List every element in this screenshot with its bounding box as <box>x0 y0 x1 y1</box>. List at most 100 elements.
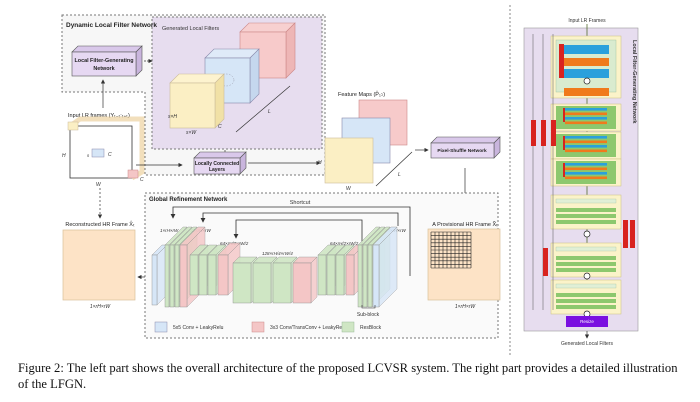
layer-strip <box>565 167 607 171</box>
skip-conv <box>630 220 635 248</box>
legend-swatch-resblock <box>341 321 355 333</box>
leakyrelu-block <box>564 58 609 66</box>
add-node <box>583 272 591 280</box>
conv1x1-block <box>563 163 565 177</box>
resblock-strip <box>556 220 616 224</box>
input-lr-frames: Input LR frames (Yₜ₋ₜ:ₜ₊ₜ) H W C C s <box>62 113 145 188</box>
svg-text:s×W: s×W <box>186 130 197 136</box>
layer-strip <box>565 112 607 116</box>
transconv-block <box>292 256 318 304</box>
resblock-strip <box>556 208 616 212</box>
svg-text:Resize: Resize <box>580 319 594 324</box>
filter-cube-yellow <box>169 73 225 129</box>
resblock-strip <box>556 256 616 260</box>
pixel-grid <box>430 231 472 269</box>
lfgn-input-label: Input LR Frames <box>568 18 606 24</box>
layer-strip <box>565 136 607 139</box>
unet-blocks <box>151 226 398 308</box>
svg-text:Network: Network <box>93 66 114 72</box>
resblock-strip <box>556 214 616 218</box>
skip-conv <box>543 248 548 276</box>
add-node <box>583 230 591 238</box>
resblock-strip <box>556 299 616 303</box>
resblock-strip <box>556 268 616 272</box>
conv1x1-block <box>563 108 565 122</box>
conv3x3-block <box>564 45 609 54</box>
legend-swatch-conv3 <box>251 321 265 333</box>
svg-text:Layers: Layers <box>209 167 225 173</box>
shortcut-label: Shortcut <box>290 200 311 206</box>
layer-strip <box>565 145 607 148</box>
svg-text:3x3 Conv/TransConv + LeakyRelu: 3x3 Conv/TransConv + LeakyRelu <box>270 325 346 331</box>
svg-text:Local Filter-Generating: Local Filter-Generating <box>74 58 133 64</box>
pixel-shuffle-network-box: Pixel-Shuffle Network <box>430 136 501 159</box>
layer-strip <box>565 140 607 144</box>
conv3x3-block <box>564 69 609 78</box>
dlfn-title: Dynamic Local Filter Network <box>66 22 157 29</box>
conv5-block <box>372 226 398 308</box>
lfgn-detail: Input LR Frames Local Filter-Generating … <box>523 18 639 347</box>
architecture-diagram: Dynamic Local Filter Network Generated L… <box>61 5 639 355</box>
skip-conv <box>551 120 556 146</box>
feature-maps: Feature Maps (P̂₁:ₗ) H W L <box>318 91 413 192</box>
conv1x1-block <box>563 136 565 150</box>
skip-conv <box>531 120 536 146</box>
svg-text:1×rH×rW: 1×rH×rW <box>160 228 179 233</box>
svg-text:1×rH×rW: 1×rH×rW <box>90 304 112 310</box>
skip-conv <box>623 220 628 248</box>
lfgn-title: Local Filter-Generating Network <box>631 40 637 124</box>
lfgn-box: Local Filter-Generating Network <box>71 45 143 77</box>
svg-text:H: H <box>62 153 66 159</box>
layer-strip <box>565 149 607 153</box>
conv1x1-block <box>559 44 564 78</box>
locally-connected-layers-box: Locally Connected Layers <box>193 151 247 175</box>
layer-strip <box>565 176 607 180</box>
svg-text:W: W <box>346 186 352 192</box>
layer-strip <box>565 163 607 166</box>
skip-conv <box>541 120 546 146</box>
dlfn-region: Dynamic Local Filter Network Generated L… <box>61 14 326 176</box>
lfgn-output-label: Generated Local Filters <box>561 341 613 347</box>
resize-block <box>566 316 608 327</box>
svg-text:A Provisional HR Frame X̃ₜ: A Provisional HR Frame X̃ₜ <box>432 221 498 228</box>
svg-text:128×rH/4×rW/4: 128×rH/4×rW/4 <box>262 251 293 256</box>
svg-text:C: C <box>108 152 112 158</box>
upsample-strip <box>555 246 617 252</box>
svg-text:5x5 Conv + LeakyRelu: 5x5 Conv + LeakyRelu <box>173 325 224 331</box>
resblock-strip <box>556 262 616 266</box>
resblock-strip <box>556 293 616 297</box>
input-label: Input LR frames (Yₜ₋ₜ:ₜ₊ₜ) <box>68 113 130 119</box>
svg-text:s: s <box>87 153 90 158</box>
svg-text:1×rH×rW: 1×rH×rW <box>455 304 477 310</box>
layer-strip <box>565 108 607 111</box>
resblock-strip <box>556 305 616 309</box>
grn-title: Global Refinement Network <box>149 197 228 203</box>
grn-legend: 5x5 Conv + LeakyRelu 3x3 Conv/TransConv … <box>154 321 382 333</box>
upsample-strip <box>555 198 617 204</box>
upsample-strip <box>555 283 617 289</box>
conv5-block <box>151 244 168 306</box>
svg-text:W: W <box>96 182 102 188</box>
reconstructed-hr-frame: Reconstructed HR Frame X̂ₜ 1×rH×rW <box>62 221 136 310</box>
svg-text:L: L <box>268 109 271 115</box>
svg-text:s×H: s×H <box>168 114 177 120</box>
layer-strip <box>565 172 607 175</box>
svg-text:Reconstructed HR Frame X̂ₜ: Reconstructed HR Frame X̂ₜ <box>65 221 135 228</box>
svg-text:Feature Maps (P̂₁:ₗ): Feature Maps (P̂₁:ₗ) <box>338 91 385 98</box>
layer-strip <box>565 121 607 125</box>
svg-text:C: C <box>140 177 144 183</box>
svg-text:L: L <box>398 172 401 178</box>
svg-text:64×rH/2×rW/2: 64×rH/2×rW/2 <box>330 241 359 246</box>
svg-text:Locally Connected: Locally Connected <box>195 161 239 167</box>
leakyrelu-block <box>564 88 609 96</box>
subblock-label: Sub-block <box>357 312 380 318</box>
legend-swatch-conv5 <box>154 321 168 333</box>
figure-caption: Figure 2: The left part shows the overal… <box>18 361 678 391</box>
svg-text:H: H <box>318 160 322 166</box>
generated-filters-label: Generated Local Filters <box>162 26 219 32</box>
provisional-hr-frame: A Provisional HR Frame X̃ₜ 1×rH×rW <box>427 221 501 310</box>
svg-text:ResBlock: ResBlock <box>360 325 382 331</box>
svg-text:Pixel-Shuffle Network: Pixel-Shuffle Network <box>437 148 487 154</box>
layer-strip <box>565 117 607 120</box>
svg-text:C: C <box>218 124 222 130</box>
